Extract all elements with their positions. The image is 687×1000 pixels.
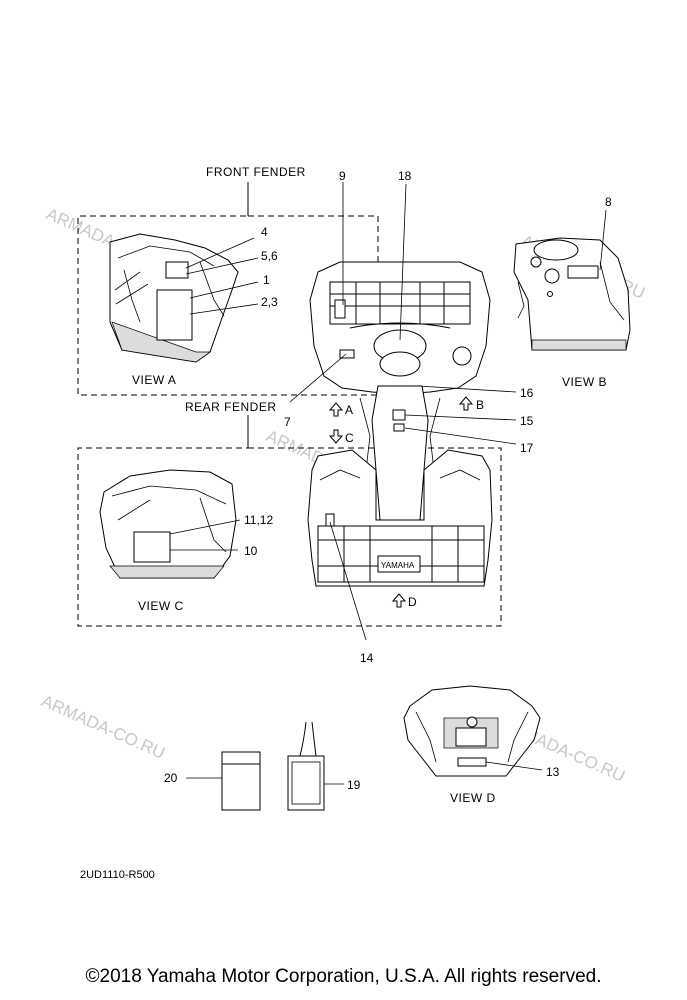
arrow-b-label: B (476, 398, 484, 412)
rear-brand-plate (377, 555, 421, 573)
callout-7: 7 (284, 415, 291, 429)
rear-rack (317, 525, 485, 583)
arrow-b-icon (458, 396, 474, 411)
view-d-caption: VIEW D (450, 791, 496, 805)
callout-5-6: 5,6 (261, 249, 278, 263)
owners-manual (221, 751, 261, 811)
view-d-rear (403, 685, 541, 777)
view-a-caption: VIEW A (132, 373, 176, 387)
callout-2-3: 2,3 (261, 295, 278, 309)
view-a-label-large (156, 289, 193, 341)
view-c-fender (99, 469, 237, 579)
callout-11-12: 11,12 (244, 513, 273, 527)
arrow-c-label: C (345, 431, 354, 445)
callout-14: 14 (360, 651, 374, 665)
arrow-a-label: A (345, 403, 353, 417)
view-a-fender (109, 233, 239, 363)
view-b-caption: VIEW B (562, 375, 607, 389)
brand-plate-text: YAMAHA (381, 561, 415, 570)
arrow-a-icon (328, 402, 344, 417)
callout-19: 19 (347, 778, 361, 792)
arrow-c-icon (328, 429, 344, 444)
view-c-label (133, 531, 171, 563)
copyright-notice: ©2018 Yamaha Motor Corporation, U.S.A. A… (85, 966, 602, 987)
arrow-d-label: D (408, 595, 417, 609)
callout-9: 9 (339, 169, 346, 183)
callout-20: 20 (164, 771, 178, 785)
callout-13: 13 (546, 765, 560, 779)
front-fender-label: FRONT FENDER (206, 165, 306, 179)
view-c-caption: VIEW C (138, 599, 184, 613)
rear-fender-label: REAR FENDER (185, 400, 277, 414)
callout-16: 16 (520, 386, 534, 400)
hang-tag (287, 721, 325, 811)
callout-8: 8 (605, 195, 612, 209)
watermark: ARMADA-CO.RU (38, 691, 167, 763)
callout-1: 1 (263, 273, 270, 287)
front-rack (329, 281, 471, 325)
view-b-fender (513, 237, 631, 351)
view-c-frame (77, 447, 502, 627)
view-a-label-small (165, 261, 189, 279)
callout-17: 17 (520, 441, 534, 455)
callout-15: 15 (520, 414, 534, 428)
arrow-d-icon (391, 593, 407, 608)
atv-top-view (307, 261, 493, 587)
callout-10: 10 (244, 544, 258, 558)
callout-18: 18 (398, 169, 412, 183)
drawing-code: 2UD1110-R500 (80, 869, 155, 881)
callout-4: 4 (261, 225, 268, 239)
